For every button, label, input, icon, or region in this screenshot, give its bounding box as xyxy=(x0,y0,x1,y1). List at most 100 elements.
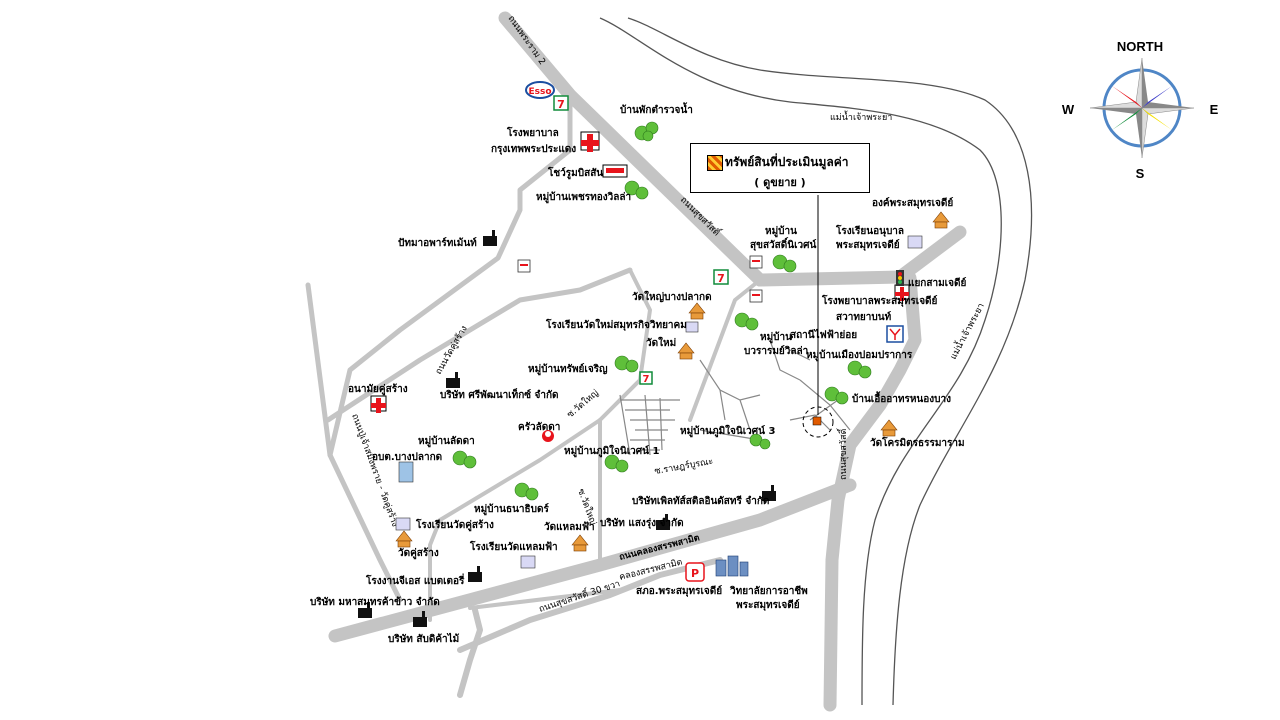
restaurant-icon xyxy=(542,430,554,442)
road-label-soi-small: ซ.ราษฎร์บูรณะ xyxy=(653,455,714,477)
label-school-ku-sang: โรงเรียนวัดคู่สร้าง xyxy=(415,518,494,532)
tree-icon xyxy=(452,121,872,501)
road-lower xyxy=(428,518,442,622)
road-label-suksawat-vertical: ถนนสุขสวัสดิ์ xyxy=(836,427,849,480)
label-college-1: วิทยาลัยการอาชีพ xyxy=(730,585,809,597)
compass-south: S xyxy=(1136,166,1145,181)
shop-icon xyxy=(602,164,628,178)
svg-text:P: P xyxy=(691,567,699,580)
label-school-wat-mai: โรงเรียนวัดใหม่สมุทรกิจวิทยาคม xyxy=(545,318,687,331)
label-hospital-psc: โรงพยาบาลพระสมุทรเจดีย์ xyxy=(821,294,938,307)
legend-box: ทรัพย์สินที่ประเมินมูลค่า ( ดูขยาย ) xyxy=(690,143,870,193)
map-icons: Esso 7 7 7 xyxy=(358,81,950,627)
road-label-suksawat: ถนนสุขสวัสดิ์ xyxy=(678,193,725,240)
road-label-soi-wat-yai-2: ซ.วัดใหญ่ xyxy=(575,487,598,527)
label-intersection: แยกสามเจดีย์ xyxy=(908,277,966,289)
power-station-icon xyxy=(886,325,904,343)
road-inner-east xyxy=(688,278,762,422)
road-khlong-sapphasamit xyxy=(328,478,857,643)
label-college-2: พระสมุทรเจดีย์ xyxy=(736,599,800,611)
compass-north: NORTH xyxy=(1117,39,1163,54)
label-school-anuban-2: พระสมุทรเจดีย์ xyxy=(836,239,900,251)
road-wat-ku-sang xyxy=(305,282,403,603)
label-wat-laem-fa: วัดแหลมฟ้า xyxy=(544,521,595,533)
label-hospital-2: กรุงเทพพระประแดง xyxy=(491,143,576,155)
label-power-station: สถานีไฟฟ้าย่อย xyxy=(790,328,857,341)
subject-property-marker xyxy=(802,195,834,438)
road-label-soi-wat-yai-1: ซ.วัดใหญ่ xyxy=(565,387,601,420)
label-sap-charoen: หมู่บ้านทรัพย์เจริญ xyxy=(528,363,608,376)
store-sign-icon xyxy=(517,255,763,303)
road-inner-diagonal xyxy=(325,267,633,423)
label-company-western: บริษัทเพิลทัส์สติลอินดัสทรี จำกัด xyxy=(632,495,769,507)
seven-eleven-icon: 7 xyxy=(713,269,729,285)
label-wat-kho: วัดโครมิตรธรรมาราม xyxy=(870,436,965,449)
river-label-top: แม่น้ำเจ้าพระยา xyxy=(830,110,892,123)
label-krua: ครัวลัดดา xyxy=(518,421,560,433)
road-label-rama2: ถนนพระราม 2 xyxy=(506,14,547,67)
svg-text:7: 7 xyxy=(557,98,565,111)
label-wat-ku-sang: วัดคู่สร้าง xyxy=(398,547,439,560)
traffic-light-icon xyxy=(896,270,904,286)
label-hospital-1: โรงพยาบาล xyxy=(506,126,559,139)
label-showroom: โชว์รูมบิสสัน xyxy=(547,166,603,180)
temple-icon xyxy=(395,211,950,552)
label-bowon-2: บวรารมย์วิลล่า xyxy=(744,345,808,357)
label-suksawat-village-1: หมู่บ้าน xyxy=(765,225,797,238)
label-health-center: อนามัยคู่สร้าง xyxy=(348,383,408,396)
road-bottom-left xyxy=(457,607,483,698)
major-roads xyxy=(305,11,967,712)
label-sawat-yaban: สวาทยาบนท์ xyxy=(836,311,892,323)
svg-text:Esso: Esso xyxy=(528,87,551,97)
label-company-sapphasit: บริษัท สับดิค้าไม้ xyxy=(388,632,459,645)
factory-icon xyxy=(358,230,776,627)
road-sapphasit xyxy=(468,588,622,610)
college-icon xyxy=(715,555,749,577)
label-police-station: สภอ.พระสมุทรเจดีย์ xyxy=(636,585,722,597)
road-suksawat-vertical xyxy=(823,271,922,712)
svg-text:7: 7 xyxy=(717,272,725,285)
label-company-sri: บริษัท ศรีพัฒนาเท็กซ์ จำกัด xyxy=(440,387,559,401)
label-phra-samut-chedi: องค์พระสมุทรเจดีย์ xyxy=(872,197,953,209)
esso-icon: Esso xyxy=(525,81,555,99)
compass-west: W xyxy=(1062,102,1075,117)
label-bowon-1: หมู่บ้าน xyxy=(760,331,792,344)
seven-eleven-icon: 7 xyxy=(639,371,653,385)
label-company-maha: บริษัท มหาสมุทรค้าข้าว จำกัด xyxy=(310,596,440,608)
road-label-khlong: ถนนคลองสรรพสามิต xyxy=(618,532,701,563)
label-phet-thong: หมู่บ้านเพชรทองวิลล่า xyxy=(536,191,631,204)
label-police-house: บ้านพักตำรวจน้ำ xyxy=(620,102,693,116)
road-upper-left xyxy=(327,92,573,458)
soi-network xyxy=(619,339,851,456)
label-school-laem-fa: โรงเรียนวัดแหลมฟ้า xyxy=(469,540,558,553)
label-mueang-village: หมู่บ้านเมืองปอมปราการ xyxy=(806,349,913,362)
school-icon xyxy=(395,235,923,569)
police-icon: P xyxy=(685,562,705,582)
label-school-anuban-1: โรงเรียนอนุบาล xyxy=(835,224,904,237)
river-chao-phraya xyxy=(599,17,1033,706)
label-thana: หมู่บ้านธนาธิบดร์ xyxy=(474,503,549,516)
label-suksawat-village-2: สุขสวัสดิ์นิเวศน์ xyxy=(750,237,816,251)
hospital-icon xyxy=(370,395,387,413)
legend-subtitle: ( ดูขยาย ) xyxy=(754,176,806,189)
hospital-icon xyxy=(580,131,600,152)
seven-eleven-icon: 7 xyxy=(553,95,569,111)
label-wat-yai: วัดใหญ่บางปลากด xyxy=(632,290,712,303)
label-apartment: ปัทมาอพาร์ทเม้นท์ xyxy=(398,237,477,249)
label-bangpla: อบต.บางปลากด xyxy=(372,451,442,463)
legend-swatch xyxy=(707,155,723,171)
compass-rose: NORTH S W E xyxy=(1062,39,1219,181)
svg-text:7: 7 xyxy=(643,374,650,385)
building-icon xyxy=(398,461,414,483)
label-wat-mai: วัดใหม่ xyxy=(646,336,676,349)
label-phumjai-1: หมู่บ้านภูมิใจนิเวศน์ 1 xyxy=(564,444,659,458)
label-ban-ua: บ้านเอื้ออาทรหนองบาง xyxy=(852,391,951,405)
road-suksawat30 xyxy=(457,557,723,653)
label-village-latda: หมู่บ้านลัดดา xyxy=(418,435,475,448)
legend-title: ทรัพย์สินที่ประเมินมูลค่า xyxy=(725,155,849,169)
label-factory-battery: โรงงานจีเอส แบตเตอรี่ xyxy=(365,573,465,587)
compass-east: E xyxy=(1210,102,1219,117)
label-company-saeng: บริษัท แสงรุ่ง จำกัด xyxy=(600,517,684,529)
label-phumjai-3: หมู่บ้านภูมิใจนิเวศน์ 3 xyxy=(680,424,775,438)
